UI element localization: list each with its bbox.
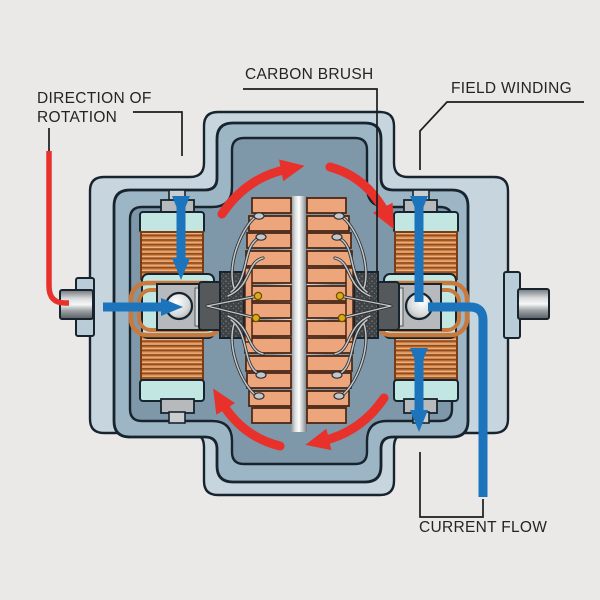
- leader-current-flow: [419, 452, 484, 518]
- current-arrows: [103, 196, 488, 497]
- rotation-arrow-bottom-right: [305, 393, 389, 451]
- rotation-arrow-top-right: [325, 162, 394, 230]
- label-direction-of-rotation: DIRECTION OF ROTATION: [37, 90, 152, 126]
- bearing: [164, 291, 194, 321]
- leader-carbon-brush: [243, 88, 378, 272]
- brush-wires: [205, 212, 267, 400]
- gold-contact: [253, 291, 263, 301]
- armature-shaft: [291, 196, 307, 432]
- current-feed-wire: [428, 302, 488, 497]
- leader-lines: [48, 88, 584, 518]
- field-winding-coil-top: [140, 231, 204, 280]
- leader-direction-of-rotation: [133, 111, 183, 156]
- rotation-pointer-red: [46, 151, 69, 306]
- gold-contact: [251, 313, 261, 323]
- shaft-left: [59, 277, 95, 337]
- shaft-right: [503, 271, 550, 339]
- rotation-arrows: [213, 159, 394, 451]
- label-field-winding: FIELD WINDING: [451, 80, 573, 97]
- label-current-flow: CURRENT FLOW: [419, 519, 548, 536]
- commutator-riser: [244, 267, 253, 343]
- rotation-arrow-top-left: [217, 159, 305, 219]
- field-winding-coil-bottom: [140, 333, 204, 382]
- armature-stack-left: [244, 197, 292, 424]
- label-carbon-brush: CARBON BRUSH: [245, 66, 374, 83]
- rotation-arrow-bottom-left: [213, 388, 285, 451]
- leader-field-winding: [419, 101, 584, 170]
